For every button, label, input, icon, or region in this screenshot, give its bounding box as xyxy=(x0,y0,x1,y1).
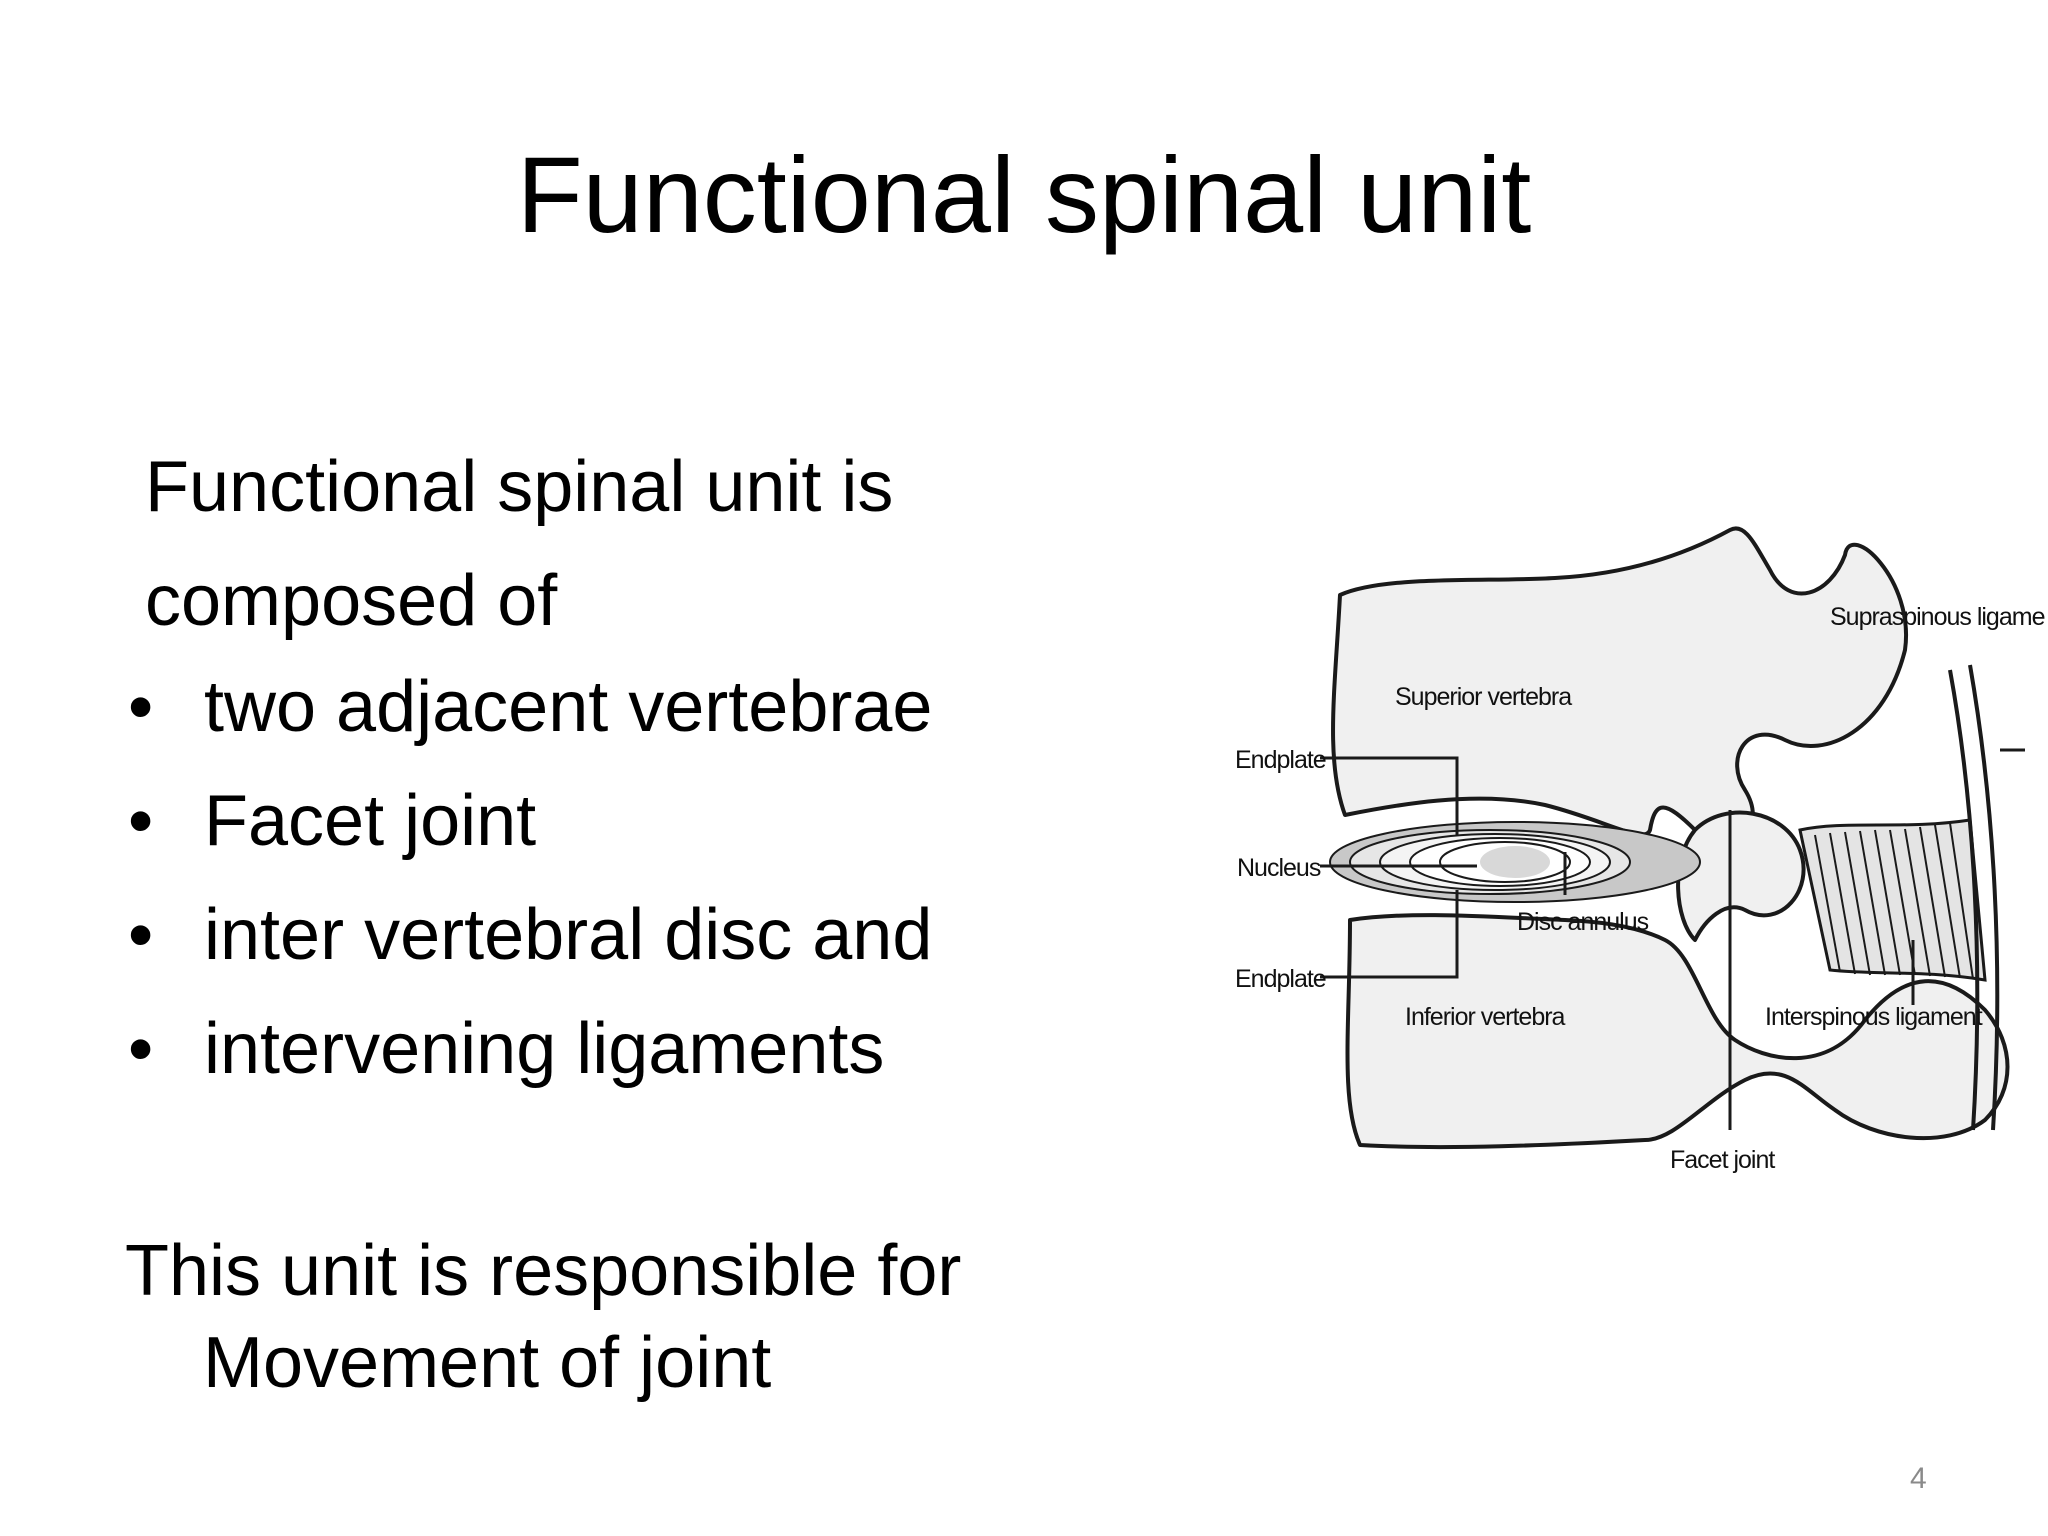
leader-lines xyxy=(1320,748,2025,1130)
list-item-text: two adjacent vertebrae xyxy=(204,667,933,747)
list-item: • two adjacent vertebrae xyxy=(120,650,932,764)
closing-line-2: Movement of joint xyxy=(203,1323,772,1403)
label-facet-joint: Facet joint xyxy=(1670,1146,1775,1174)
label-disc-annulus: Disc annulus xyxy=(1517,908,1649,936)
label-interspinous-ligament: Interspinous ligament xyxy=(1765,1003,1983,1031)
label-superior-vertebra: Superior vertebra xyxy=(1395,683,1572,711)
intro-line-2: composed of xyxy=(145,561,558,641)
slide-title: Functional spinal unit xyxy=(516,134,1532,255)
intro-text: Functional spinal unit is composed of xyxy=(145,430,893,658)
supraspinous-ligament-shape xyxy=(1948,664,2000,1131)
closing-text: This unit is responsible for Movement of… xyxy=(125,1225,961,1409)
facet-region-shape xyxy=(1676,810,1806,942)
interspinous-ligament-shape xyxy=(1798,818,1987,982)
list-item: • Facet joint xyxy=(120,764,932,878)
bullet-icon: • xyxy=(128,781,154,861)
page-number: 4 xyxy=(1910,1462,1927,1495)
closing-line-1: This unit is responsible for xyxy=(125,1231,962,1311)
intro-line-1: Functional spinal unit is xyxy=(145,447,894,527)
bullet-icon: • xyxy=(128,895,154,975)
intervertebral-disc xyxy=(1329,821,1701,903)
inferior-vertebra-shape xyxy=(1345,913,2010,1150)
superior-vertebra-shape xyxy=(1331,526,1909,845)
label-endplate-bottom: Endplate xyxy=(1235,965,1326,993)
label-endplate-top: Endplate xyxy=(1235,746,1326,774)
list-item-text: Facet joint xyxy=(204,781,537,861)
list-item-text: inter vertebral disc and xyxy=(204,895,933,975)
list-item: • intervening ligaments xyxy=(120,992,932,1106)
list-item: • inter vertebral disc and xyxy=(120,878,932,992)
spinal-unit-diagram: Supraspinous ligament Superior vertebra … xyxy=(1235,526,2045,1174)
bullet-icon: • xyxy=(128,1009,154,1089)
label-supraspinous-ligament: Supraspinous ligament xyxy=(1830,603,2045,631)
label-nucleus: Nucleus xyxy=(1237,854,1321,882)
component-list: • two adjacent vertebrae • Facet joint •… xyxy=(120,650,932,1106)
label-inferior-vertebra: Inferior vertebra xyxy=(1405,1003,1566,1031)
list-item-text: intervening ligaments xyxy=(204,1009,885,1089)
bullet-icon: • xyxy=(128,667,154,747)
